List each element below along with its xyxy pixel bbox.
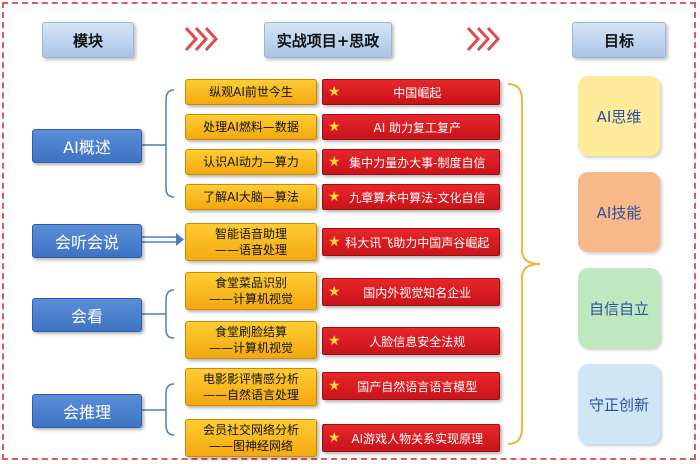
politics-text: 国产自然语言语言模型 <box>357 379 478 394</box>
project-box: 会员社交网络分析 ——图神经网络 <box>185 419 317 457</box>
project-line1: 会员社交网络分析 <box>202 423 299 437</box>
goal-confidence: 自信自立 <box>578 268 660 348</box>
politics-text: 集中力量办大事-制度自信 <box>349 155 486 170</box>
project-box: 认识AI动力—算力 <box>185 149 317 175</box>
diagram-frame <box>2 2 696 460</box>
star-icon: ★ <box>328 430 341 446</box>
politics-text: 科大讯飞助力中国声谷崛起 <box>345 235 490 250</box>
star-icon: ★ <box>328 189 341 205</box>
project-line1: 食堂菜品识别 <box>214 276 287 290</box>
header-module: 模块 <box>42 22 134 58</box>
politics-item: ★ 国内外视觉知名企业 <box>322 278 500 306</box>
star-icon: ★ <box>328 333 341 349</box>
project-box: 食堂菜品识别 ——计算机视觉 <box>185 272 317 310</box>
project-line1: 食堂刷脸结算 <box>214 325 287 339</box>
module-vision: 会看 <box>32 298 142 332</box>
project-box: 智能语音助理 ——语音处理 <box>185 223 317 261</box>
politics-text: 人脸信息安全法规 <box>369 334 466 349</box>
goal-brace <box>507 83 541 445</box>
politics-item: ★ 国产自然语言语言模型 <box>322 372 500 400</box>
politics-item: ★ AI游戏人物关系实现原理 <box>322 424 500 452</box>
header-project: 实战项目+思政 <box>264 22 392 58</box>
project-box: 食堂刷脸结算 ——计算机视觉 <box>185 321 317 359</box>
project-line2: ——图神经网络 <box>208 439 293 453</box>
project-line1: 电影影评情感分析 <box>202 372 299 386</box>
module-listen-speak: 会听会说 <box>32 224 142 258</box>
project-line2: ——计算机视觉 <box>208 292 293 306</box>
project-line1: 处理AI燃料—数据 <box>203 120 299 134</box>
project-line2: ——自然语言处理 <box>202 388 299 402</box>
module-ai-overview: AI概述 <box>32 129 142 163</box>
politics-text: AI游戏人物关系实现原理 <box>351 431 484 446</box>
chevron-right-double-icon <box>466 26 501 52</box>
project-box: 纵观AI前世今生 <box>185 79 317 105</box>
project-line1: 认识AI动力—算力 <box>203 155 299 169</box>
project-line1: 了解AI大脑—算法 <box>203 190 299 204</box>
star-icon: ★ <box>328 234 341 250</box>
politics-text: 九章算术中算法-文化自信 <box>349 190 486 205</box>
header-goal: 目标 <box>572 22 666 58</box>
politics-text: AI 助力复工复产 <box>373 120 462 135</box>
module-reasoning: 会推理 <box>32 394 142 428</box>
politics-item: ★ 科大讯飞助力中国声谷崛起 <box>322 228 500 256</box>
politics-text: 中国崛起 <box>393 85 442 100</box>
module-bracket-reasoning <box>165 383 175 436</box>
project-box: 处理AI燃料—数据 <box>185 114 317 140</box>
goal-ai-thinking: AI思维 <box>578 76 660 156</box>
politics-item: ★ 人脸信息安全法规 <box>322 327 500 355</box>
politics-item: ★ 集中力量办大事-制度自信 <box>322 149 500 175</box>
star-icon: ★ <box>328 84 341 100</box>
chevron-right-double-icon <box>184 26 219 52</box>
module-bracket-vision <box>165 289 175 339</box>
politics-text: 国内外视觉知名企业 <box>363 285 472 300</box>
star-icon: ★ <box>328 284 341 300</box>
double-arrow-icon <box>142 233 184 246</box>
project-line1: 智能语音助理 <box>214 227 287 241</box>
politics-item: ★ AI 助力复工复产 <box>322 114 500 140</box>
goal-ai-skills: AI技能 <box>578 172 660 252</box>
politics-item: ★ 九章算术中算法-文化自信 <box>322 184 500 210</box>
project-line1: 纵观AI前世今生 <box>209 85 293 99</box>
project-box: 了解AI大脑—算法 <box>185 184 317 210</box>
star-icon: ★ <box>328 378 341 394</box>
politics-item: ★ 中国崛起 <box>322 79 500 105</box>
project-box: 电影影评情感分析 ——自然语言处理 <box>185 368 317 406</box>
goal-innovation: 守正创新 <box>578 364 660 444</box>
project-line2: ——语音处理 <box>214 243 287 257</box>
star-icon: ★ <box>328 154 341 170</box>
star-icon: ★ <box>328 119 341 135</box>
project-line2: ——计算机视觉 <box>208 341 293 355</box>
module-bracket-ai-overview <box>165 89 175 198</box>
